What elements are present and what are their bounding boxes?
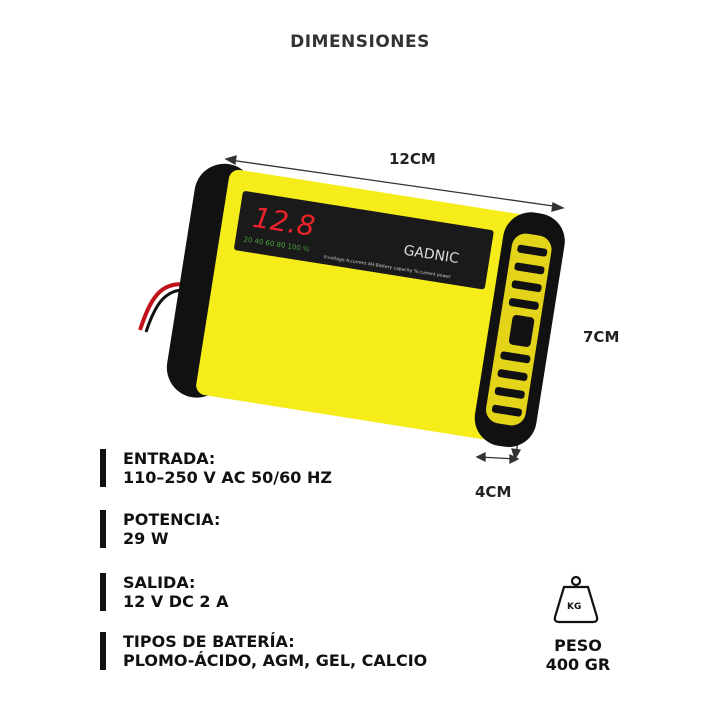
spec-entrada: ENTRADA: 110–250 V AC 50/60 HZ — [100, 449, 332, 487]
spec-value: 110–250 V AC 50/60 HZ — [123, 468, 332, 487]
spec-label: SALIDA: — [123, 573, 196, 592]
depth-label: 4CM — [475, 483, 512, 501]
spec-label: ENTRADA: — [123, 449, 216, 468]
depth-arrow — [475, 451, 520, 465]
spec-label: POTENCIA: — [123, 510, 221, 529]
page-title: DIMENSIONES — [290, 32, 430, 52]
height-label: 7CM — [583, 328, 620, 346]
length-arrow — [224, 155, 565, 212]
display-panel — [234, 191, 494, 290]
weight-label: PESO — [554, 636, 602, 655]
spec-value: PLOMO-ÁCIDO, AGM, GEL, CALCIO — [123, 651, 428, 670]
weight-icon: KG — [553, 575, 599, 624]
spec-tipos-bateria: TIPOS DE BATERÍA: PLOMO-ÁCIDO, AGM, GEL,… — [100, 632, 427, 670]
spec-potencia: POTENCIA: 29 W — [100, 510, 220, 548]
length-label: 12CM — [389, 150, 436, 168]
spec-label: TIPOS DE BATERÍA: — [123, 632, 295, 651]
weight-value: 400 GR — [545, 655, 611, 674]
spec-value: 29 W — [123, 529, 169, 548]
svg-text:KG: KG — [567, 602, 581, 612]
spec-value: 12 V DC 2 A — [123, 592, 229, 611]
spec-salida: SALIDA: 12 V DC 2 A — [100, 573, 228, 611]
weight-info: PESO 400 GR — [530, 636, 626, 674]
